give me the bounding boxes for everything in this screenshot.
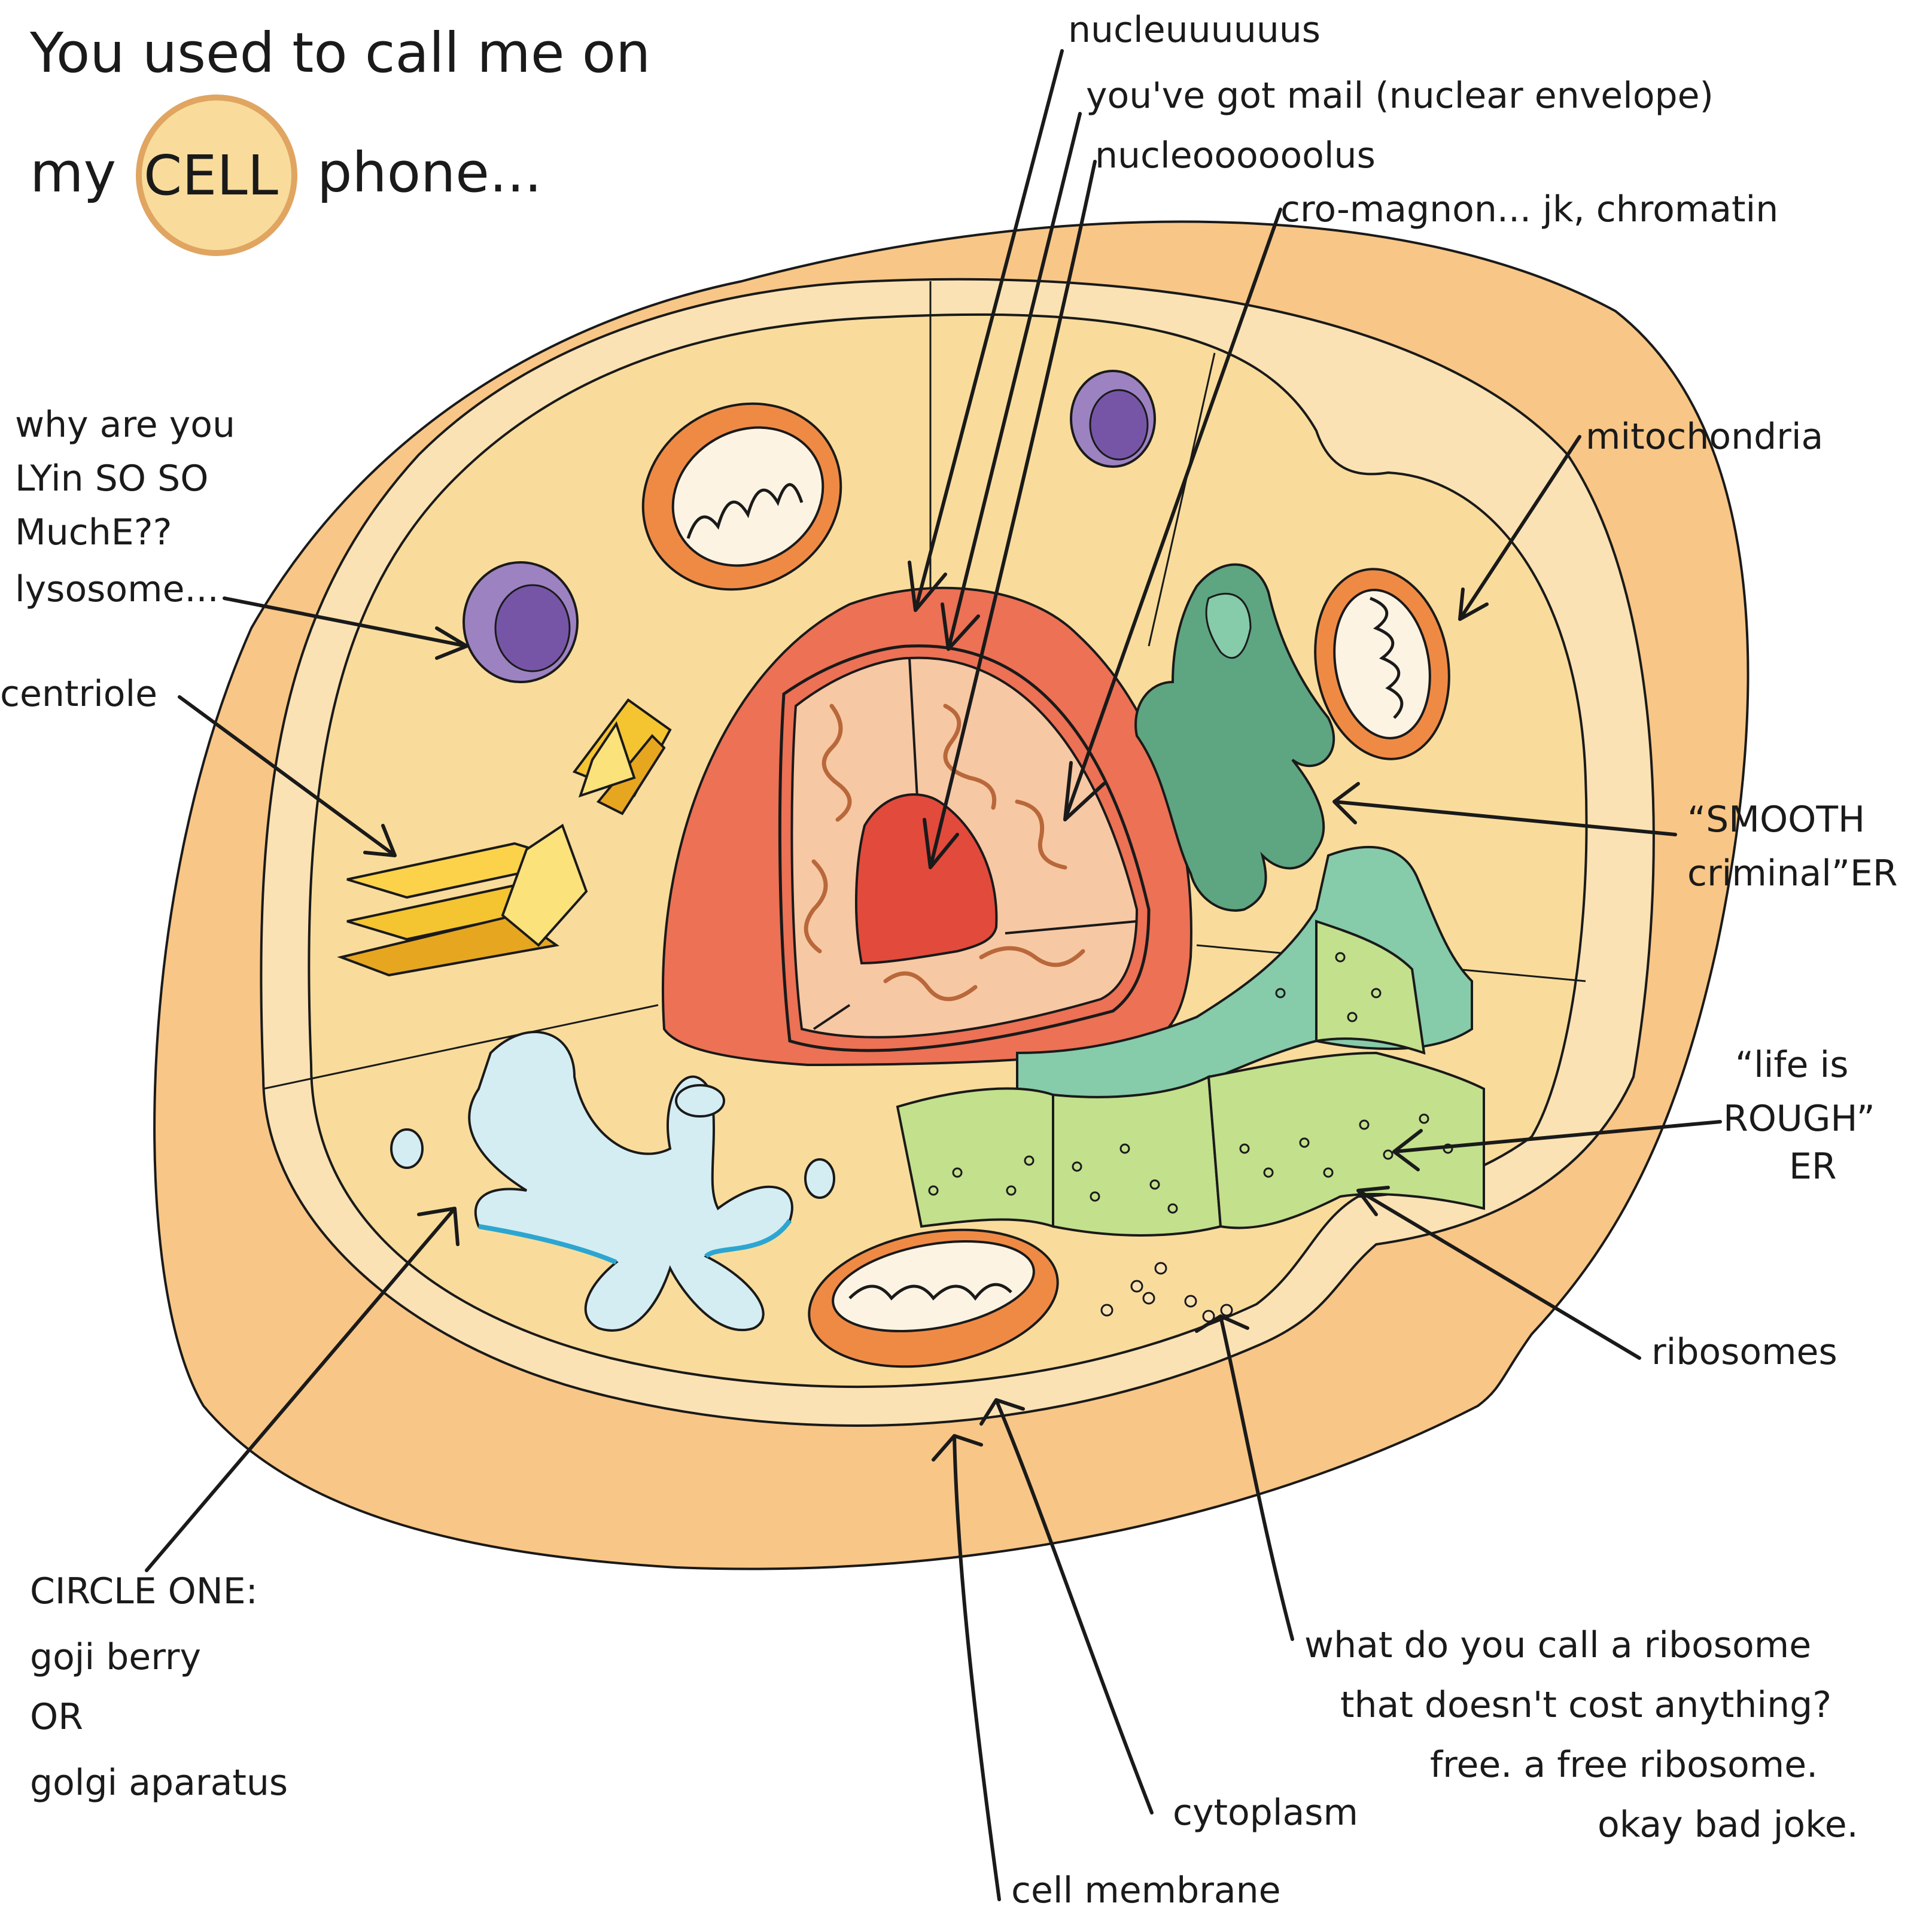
arrow-cytoplasm [979, 1398, 1154, 1815]
label-smooth-er: “SMOOTH criminal”ER [1687, 799, 1898, 894]
arrow-mitochondria [1458, 435, 1581, 621]
label-mitochondria: mitochondria [1586, 416, 1823, 458]
label-lysosome-line3: MuchE?? [15, 512, 172, 553]
label-rough-er: “life is ROUGH” ER [1723, 1044, 1875, 1188]
label-lysosome-line2: LYin SO SO [15, 458, 208, 500]
mitochondrion-bottom [808, 1228, 1059, 1368]
label-cytoplasm: cytoplasm [1173, 1792, 1358, 1834]
label-cell-membrane: cell membrane [1011, 1870, 1281, 1911]
label-nuclear-envelope: you've got mail (nuclear envelope) [1086, 75, 1714, 117]
label-nucleus: nucleuuuuuus [1068, 9, 1321, 51]
arrow-golgi [145, 1207, 460, 1572]
arrow-nucleolus [923, 160, 1097, 869]
label-smooth-er-line2: criminal”ER [1687, 853, 1898, 894]
label-lysosome-line1: why are you [15, 404, 235, 446]
arrow-nuclear-envelope [941, 112, 1082, 651]
title-line2-after: phone... [317, 141, 542, 205]
centriole-small [572, 698, 672, 815]
label-rough-er-line3: ER [1789, 1146, 1837, 1188]
label-golgi-line2: goji berry [30, 1636, 201, 1678]
label-joke: what do you call a ribosome that doesn't… [1304, 1624, 1858, 1846]
title: You used to call me on my CELL phone... [29, 21, 650, 256]
label-joke-line2: that doesn't cost anything? [1340, 1684, 1831, 1726]
cell-circle-icon [136, 95, 297, 256]
arrow-cell-membrane [932, 1434, 1001, 1901]
label-rough-er-line2: ROUGH” [1723, 1098, 1875, 1140]
label-centriole: centriole [0, 673, 157, 715]
nucleus-inner-cuts [813, 657, 1137, 1030]
label-ribosomes: ribosomes [1651, 1331, 1837, 1373]
label-rough-er-line1: “life is [1735, 1044, 1848, 1086]
label-nucleolus: nucleoooooolus [1095, 135, 1376, 176]
title-circled-word: CELL [144, 144, 278, 208]
label-smooth-er-line1: “SMOOTH [1687, 799, 1865, 841]
arrow-lysosome [223, 596, 468, 660]
nuclear-envelope [778, 644, 1151, 1052]
arrow-nucleus [908, 49, 1064, 612]
label-joke-line1: what do you call a ribosome [1304, 1624, 1811, 1666]
label-lysosome-line4: lysosome... [15, 568, 219, 610]
arrow-rough-er [1392, 1120, 1722, 1171]
label-golgi-line3: OR [30, 1696, 83, 1738]
smooth-er-highlight [1205, 592, 1252, 659]
centriole-large [337, 823, 588, 977]
smooth-er [1134, 563, 1335, 912]
label-lysosome: why are you LYin SO SO MuchE?? lysosome.… [15, 404, 235, 610]
mitochondrion-top [641, 402, 842, 591]
label-golgi: CIRCLE ONE: goji berry OR golgi aparatus [30, 1570, 288, 1804]
arrow-ribosomes [1356, 1186, 1641, 1360]
arrow-chromatin [1063, 208, 1282, 821]
free-ribosomes [1100, 1262, 1233, 1323]
leader-arrows [145, 49, 1722, 1901]
rough-er [896, 846, 1485, 1237]
arrow-joke [1195, 1314, 1294, 1641]
arrow-centriole [178, 695, 397, 857]
lysosome-left [463, 561, 579, 683]
arrow-smooth-er [1332, 782, 1677, 836]
lysosome-upper [1070, 370, 1156, 468]
label-chromatin: cro-magnon... jk, chromatin [1280, 188, 1778, 230]
label-golgi-line4: golgi aparatus [30, 1762, 288, 1804]
title-line1: You used to call me on [29, 21, 650, 85]
label-golgi-line1: CIRCLE ONE: [30, 1570, 258, 1612]
golgi-apparatus [390, 1031, 835, 1332]
chromatin-strands [804, 704, 1085, 1001]
label-joke-line3: free. a free ribosome. [1430, 1744, 1818, 1786]
label-joke-line4: okay bad joke. [1598, 1804, 1858, 1846]
title-line2-before: my [30, 141, 116, 205]
mitochondrion-right [1314, 568, 1450, 760]
nucleolus [854, 793, 998, 965]
